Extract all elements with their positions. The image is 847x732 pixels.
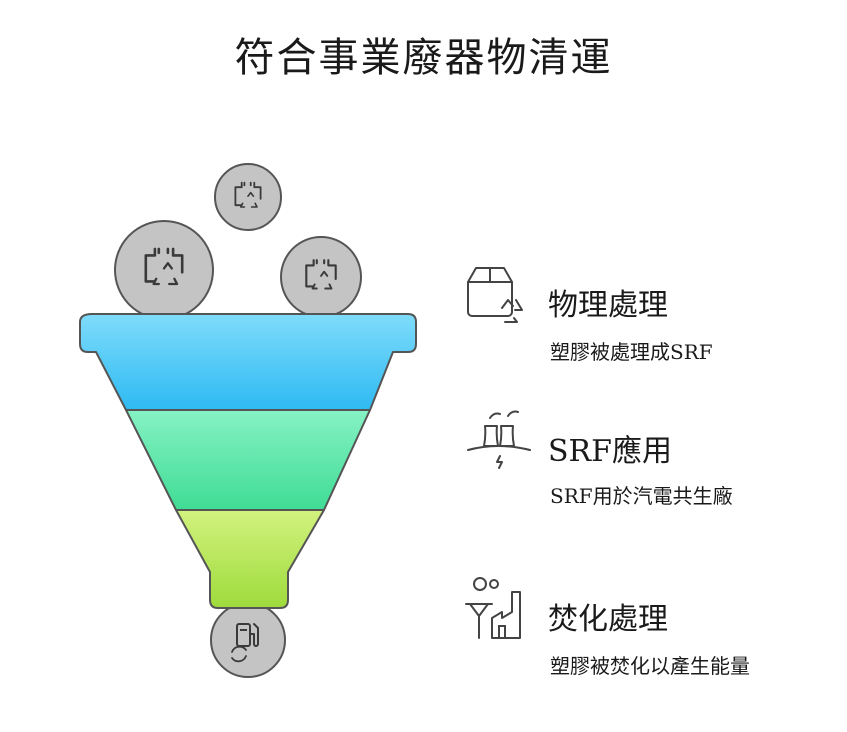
funnel-layer-middle: [125, 409, 371, 511]
recycle-bag-ball-left: [114, 220, 214, 320]
page-title: 符合事業廢器物清運: [234, 35, 613, 81]
recycle-bag-ball-right: [280, 236, 362, 318]
funnel-layer-top: [79, 313, 417, 411]
step-label: SRF應用: [548, 434, 672, 469]
step-description: 塑膠被處理成SRF: [550, 340, 713, 364]
incinerator-factory-icon: [465, 577, 521, 639]
funnel-layer-bottom: [175, 509, 325, 609]
step-description: 塑膠被焚化以產生能量: [550, 654, 750, 678]
step-label: 物理處理: [548, 288, 668, 323]
step-label: 焚化處理: [548, 602, 668, 637]
fuel-pump-ball: [210, 602, 286, 678]
step-description: SRF用於汽電共生廠: [550, 484, 733, 508]
recycle-bag-ball-top: [214, 163, 282, 231]
box-recycle-icon: [467, 267, 523, 323]
cooling-tower-icon: [467, 410, 531, 469]
